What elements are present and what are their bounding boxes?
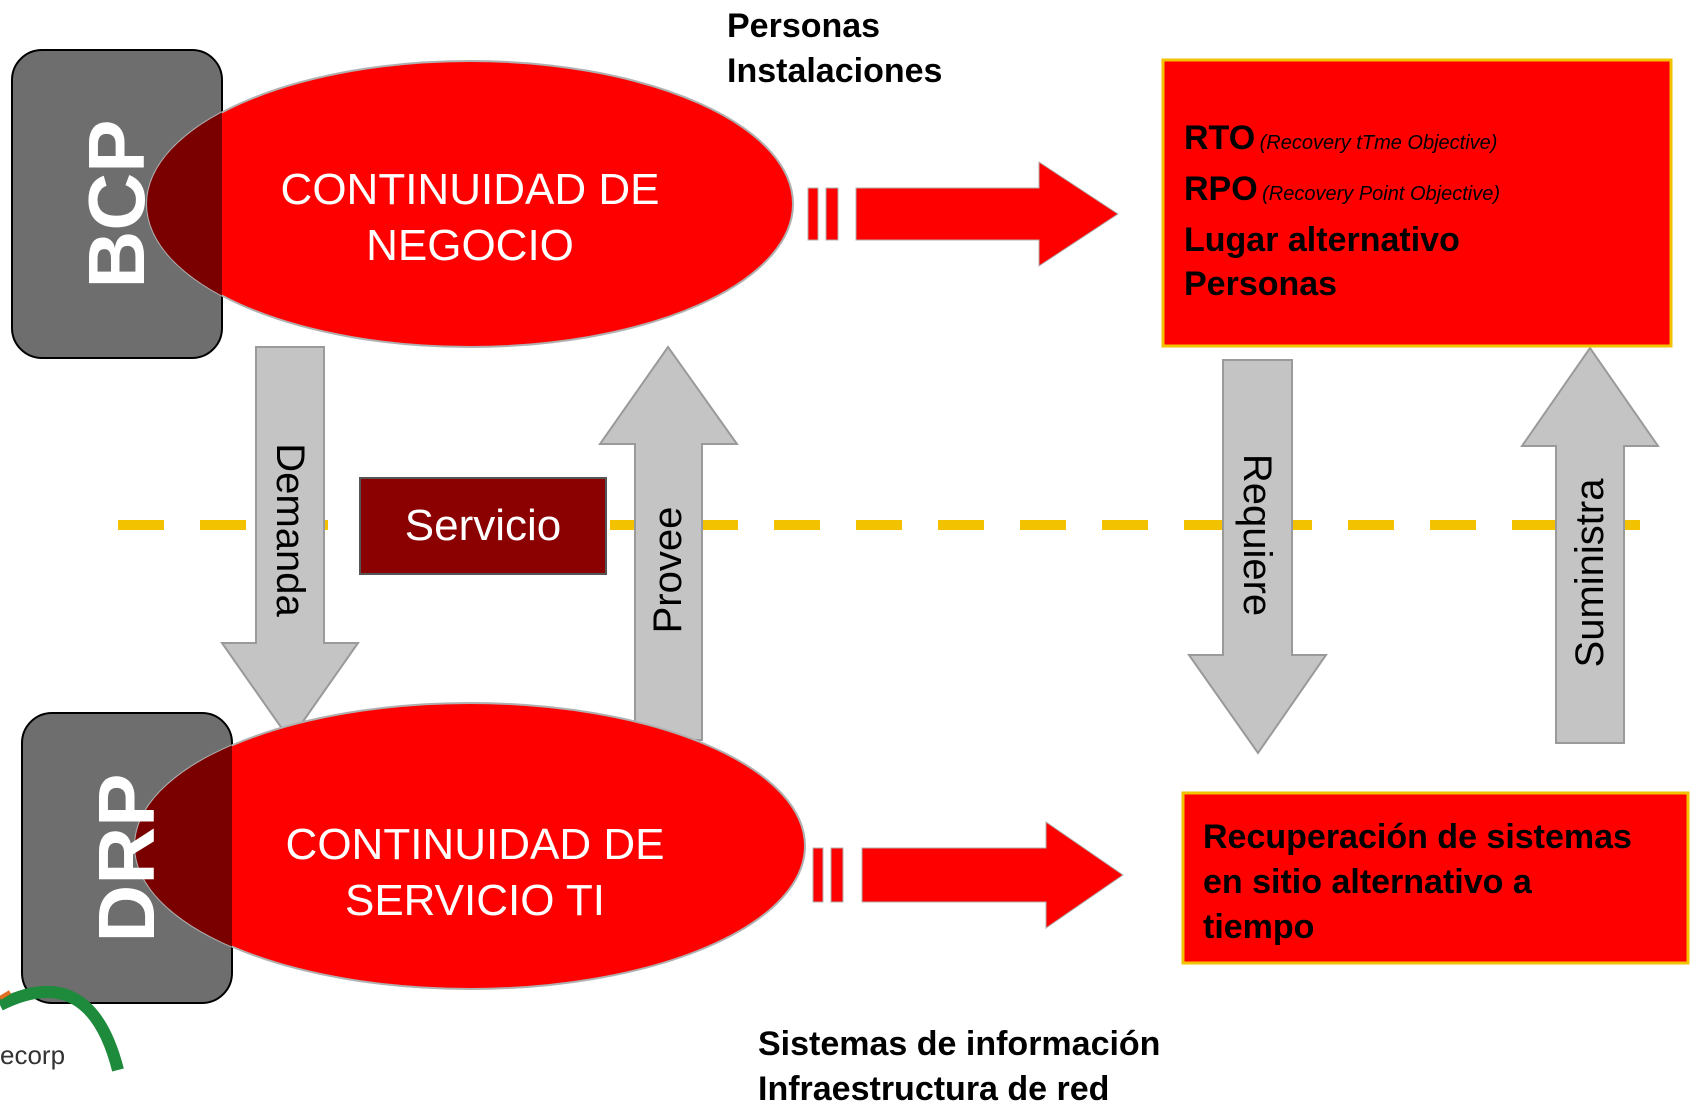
business-continuity-line1: CONTINUIDAD DE — [280, 165, 660, 214]
rpo-label: RPO — [1184, 170, 1258, 208]
alternate-site-label: Lugar alternativo — [1184, 221, 1460, 259]
recovery-line2: en sitio alternativo a — [1203, 863, 1532, 901]
top-right-arrow — [855, 161, 1119, 267]
bottom-label-sistemas: Sistemas de información — [758, 1025, 1161, 1063]
persons-label: Personas — [1184, 265, 1338, 303]
logo-text: ecorp — [0, 1040, 66, 1070]
bottom-label-infraestructura: Infraestructura de red — [758, 1070, 1110, 1108]
recovery-line3: tiempo — [1203, 908, 1315, 946]
top-arrow-stripe-2 — [825, 187, 839, 241]
suministra-label: Suministra — [1567, 478, 1612, 668]
top-arrow-stripe-1 — [807, 187, 819, 241]
bottom-arrow-stripe-1 — [812, 847, 824, 903]
requiere-label: Requiere — [1235, 453, 1280, 617]
demanda-label: Demanda — [268, 443, 313, 617]
business-continuity-title: CONTINUIDAD DE NEGOCIO — [230, 162, 710, 274]
bottom-labels: Sistemas de información Infraestructura … — [758, 1022, 1160, 1112]
bottom-arrow-stripe-2 — [830, 847, 844, 903]
servicio-label: Servicio — [404, 501, 562, 550]
bottom-right-arrow — [861, 821, 1124, 929]
it-continuity-title: CONTINUIDAD DE SERVICIO TI — [235, 817, 715, 929]
rto-rpo-box — [1161, 58, 1673, 348]
servicio-box — [359, 477, 607, 575]
provee-label: Provee — [645, 506, 690, 634]
it-continuity-line1: CONTINUIDAD DE — [285, 820, 665, 869]
top-label-personas: Personas — [727, 7, 881, 45]
business-continuity-line2: NEGOCIO — [366, 221, 574, 270]
recovery-box — [1181, 791, 1690, 965]
top-labels: Personas Instalaciones — [727, 4, 942, 94]
it-continuity-line2: SERVICIO TI — [344, 876, 605, 925]
provee-arrow — [598, 345, 739, 741]
logo-accent — [0, 990, 12, 1000]
rto-label: RTO — [1184, 119, 1256, 157]
top-label-instalaciones: Instalaciones — [727, 52, 943, 90]
rto-description: (Recovery tTme Objective) — [1259, 132, 1498, 154]
drp-label: DRP — [82, 773, 171, 943]
rpo-description: (Recovery Point Objective) — [1262, 183, 1501, 205]
bcp-label: BCP — [72, 119, 161, 289]
demanda-arrow — [220, 346, 360, 742]
recovery-text: Recuperación de sistemas en sitio altern… — [1203, 815, 1688, 950]
rto-rpo-text: RTO (Recovery tTme Objective) RPO (Recov… — [1184, 116, 1664, 306]
requiere-arrow — [1187, 359, 1328, 755]
logo-swoosh — [0, 985, 124, 1072]
recovery-line1: Recuperación de sistemas — [1203, 818, 1632, 856]
suministra-arrow — [1520, 346, 1660, 744]
